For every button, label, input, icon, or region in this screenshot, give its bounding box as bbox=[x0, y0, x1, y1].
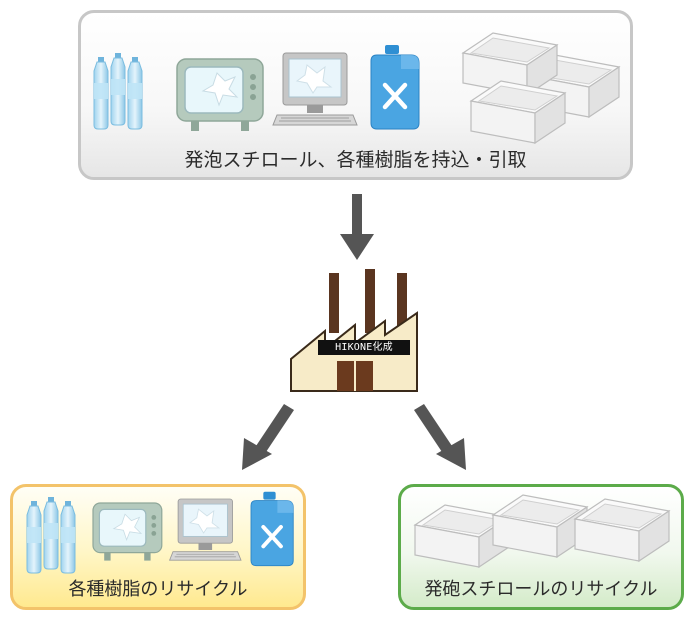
input-panel: 発泡スチロール、各種樹脂を持込・引取 bbox=[78, 10, 633, 180]
plastic-tank-icon bbox=[371, 51, 421, 131]
factory-icon bbox=[290, 269, 418, 392]
foam-caption: 発砲スチロールのリサイクル bbox=[424, 579, 658, 600]
plastic-bottles-icon bbox=[94, 51, 146, 131]
resin-recycling-panel: 各種樹脂のリサイクル bbox=[10, 484, 306, 610]
resin-caption: 各種樹脂のリサイクル bbox=[68, 579, 248, 600]
crt-tv-icon bbox=[92, 502, 163, 562]
foam-recycling-panel: 発砲スチロールのリサイクル bbox=[398, 484, 684, 610]
factory-sign: HIKONE化成 bbox=[318, 340, 410, 355]
crt-tv-icon bbox=[176, 58, 264, 132]
desktop-computer-icon bbox=[169, 498, 242, 561]
arrow-to-resin bbox=[242, 404, 294, 470]
down-arrow bbox=[340, 194, 374, 260]
plastic-tank-icon bbox=[249, 489, 296, 568]
plastic-bottles-icon bbox=[27, 495, 79, 575]
styrofoam-boxes-icon bbox=[414, 494, 670, 568]
desktop-computer-icon bbox=[272, 52, 358, 126]
arrow-to-foam bbox=[414, 404, 466, 470]
styrofoam-boxes-icon bbox=[462, 32, 620, 144]
input-caption: 発泡スチロール、各種樹脂を持込・引取 bbox=[184, 149, 527, 171]
